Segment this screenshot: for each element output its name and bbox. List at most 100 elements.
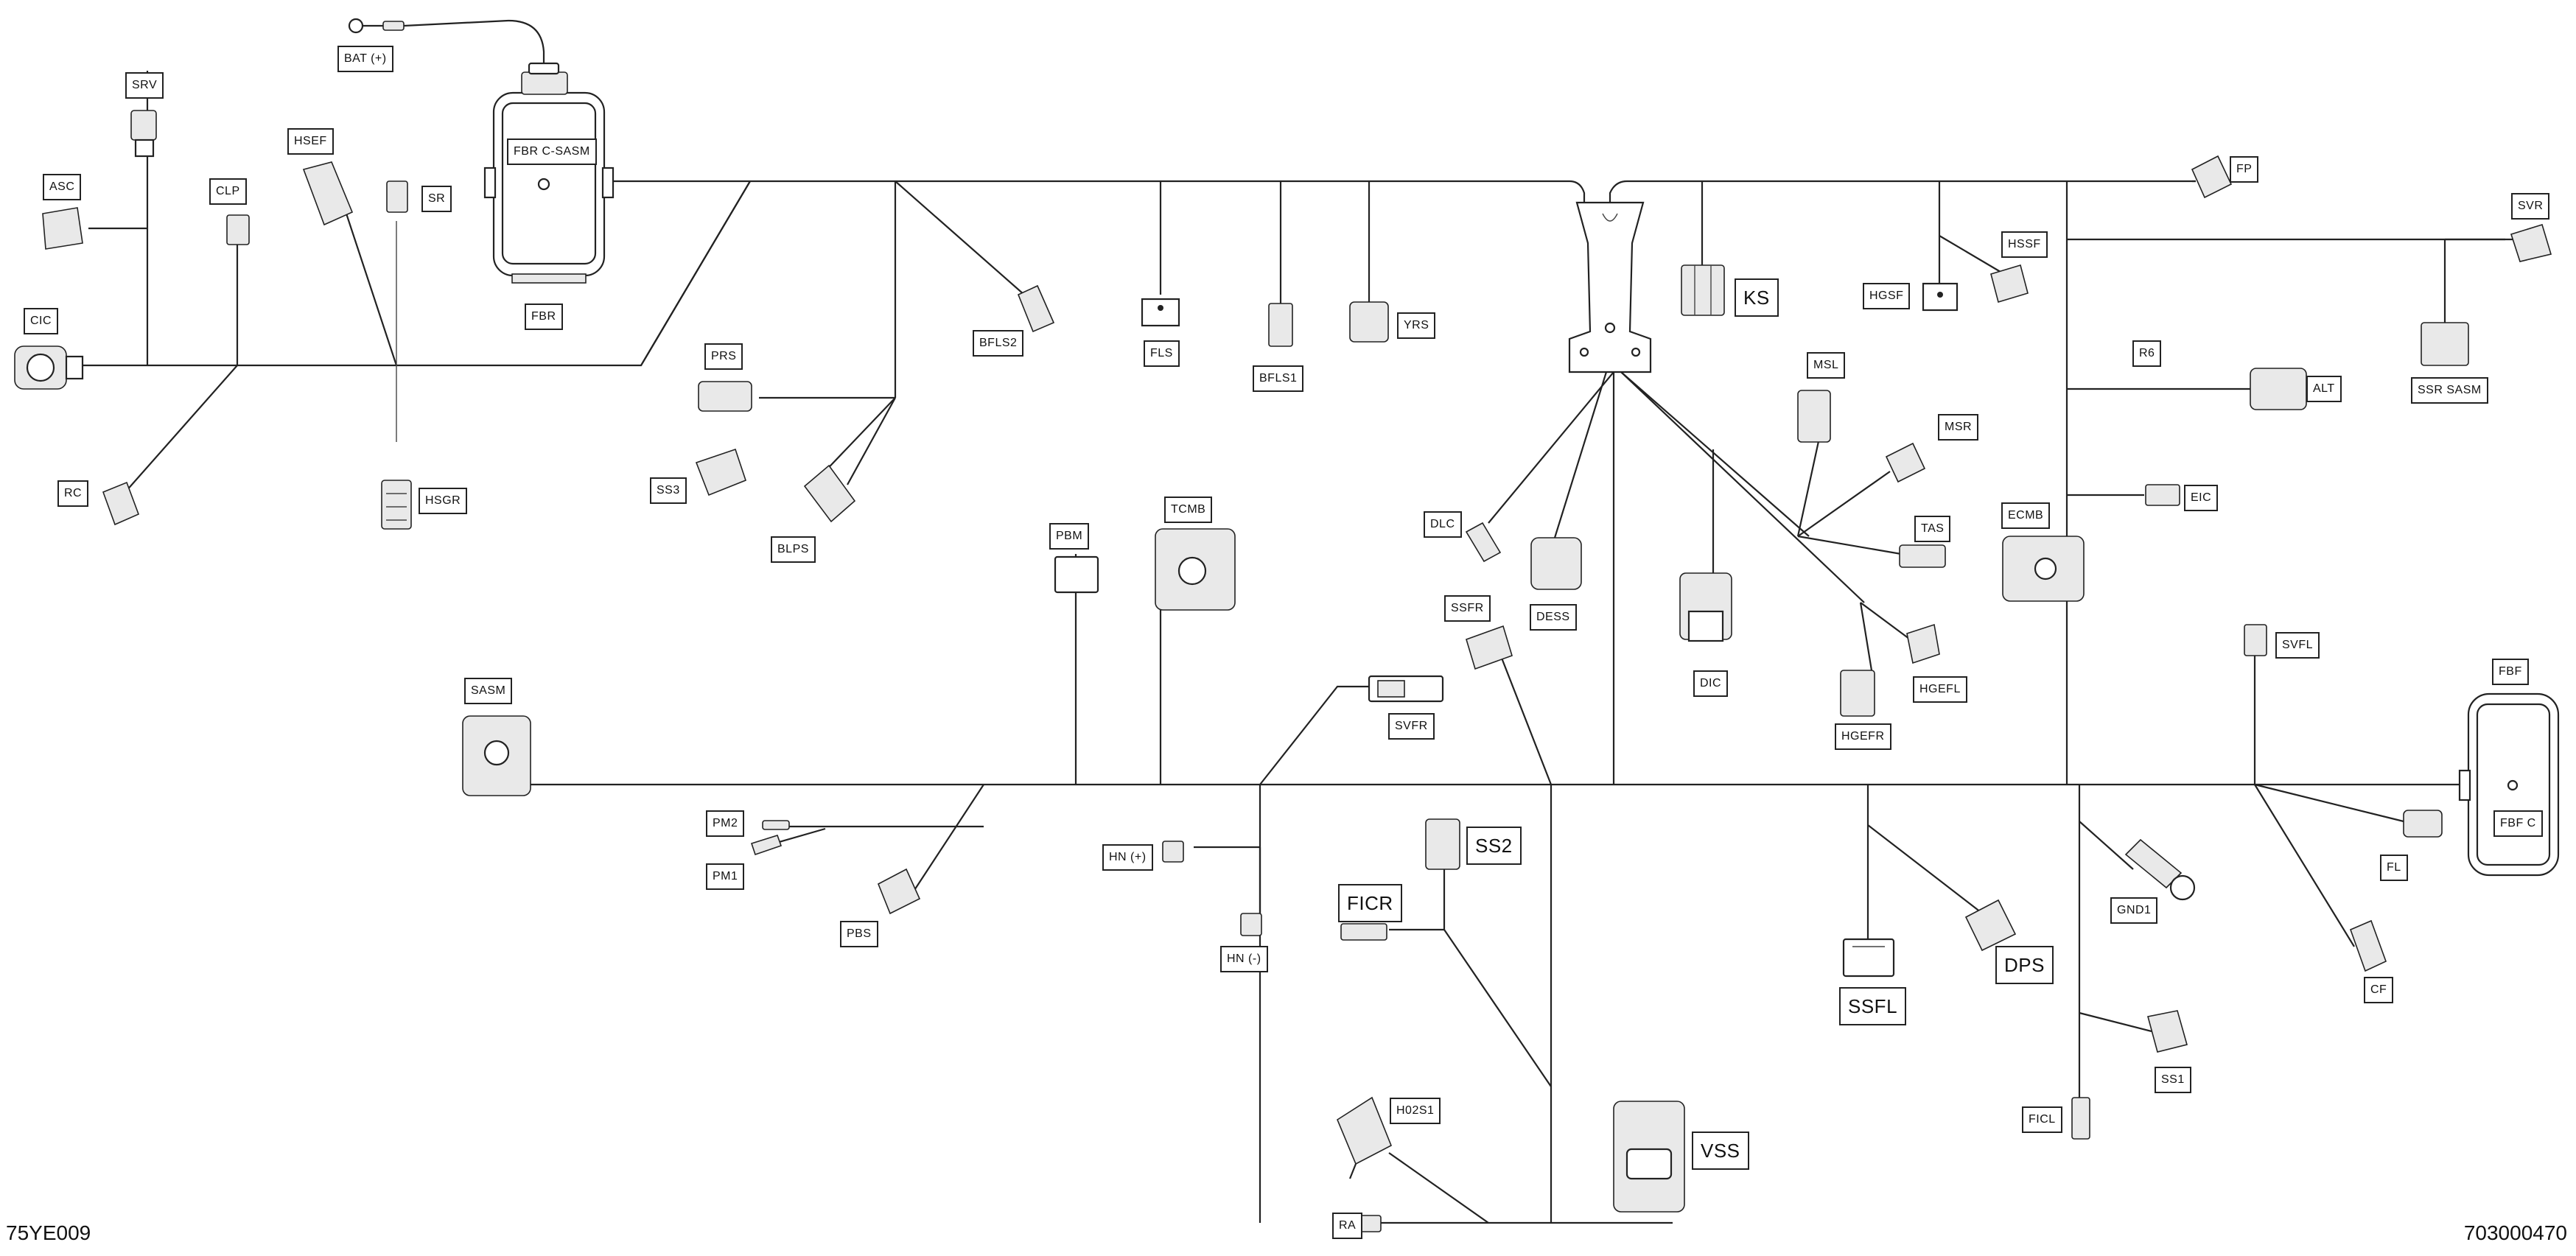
tcmb-module-shape [1155, 528, 1236, 611]
hsgr-connector-shape [381, 480, 412, 530]
ssr-sasm-connector-shape [2421, 322, 2469, 366]
diagram-code-left: 75YE009 [6, 1221, 91, 1244]
label-ra: RA [1332, 1213, 1363, 1239]
prs-connector-shape [698, 381, 752, 412]
label-hsef: HSEF [287, 128, 334, 155]
label-alt: ALT [2306, 376, 2342, 402]
label-dps: DPS [1995, 946, 2054, 984]
label-hsgr: HSGR [419, 488, 468, 514]
vss-module-shape [1613, 1101, 1685, 1213]
label-svfr: SVFR [1388, 713, 1435, 740]
label-cf: CF [2364, 977, 2394, 1003]
label-fbr: FBR [525, 304, 563, 330]
label-ss2: SS2 [1466, 827, 1522, 865]
dlc-connector-shape [1465, 522, 1502, 563]
battery-terminal [348, 18, 509, 34]
bfls1-connector-shape [1268, 303, 1293, 347]
label-yrs: YRS [1397, 312, 1436, 339]
label-rc: RC [57, 480, 89, 507]
label-pbm: PBM [1049, 523, 1090, 550]
label-hgefl: HGEFL [1913, 676, 1967, 703]
ra-connector-shape [1359, 1215, 1382, 1232]
label-bat: BAT (+) [337, 46, 393, 72]
label-dic: DIC [1693, 670, 1729, 697]
dic-connector-shape [1679, 572, 1732, 642]
label-dess: DESS [1530, 604, 1577, 631]
h02s1-sensor-shape [1337, 1096, 1393, 1179]
asc-connector-shape [42, 207, 83, 250]
srv-connector-shape [130, 110, 157, 158]
label-svr: SVR [2511, 193, 2550, 220]
label-pm2: PM2 [706, 810, 745, 837]
label-pm1: PM1 [706, 863, 745, 890]
label-pbs: PBS [840, 921, 878, 947]
gnd1-terminal-shape [2124, 838, 2196, 901]
label-r6: R6 [2132, 340, 2162, 367]
label-sr: SR [421, 186, 452, 212]
yrs-connector-shape [1349, 301, 1389, 343]
eic-connector-shape [2145, 484, 2180, 506]
label-tas: TAS [1914, 516, 1951, 542]
label-srv: SRV [125, 72, 164, 99]
label-ssfr: SSFR [1444, 595, 1491, 622]
label-asc: ASC [43, 174, 82, 200]
label-eic: EIC [2184, 485, 2219, 511]
label-vss: VSS [1692, 1132, 1749, 1170]
hgefl-connector-shape [1906, 623, 1940, 664]
label-fl: FL [2380, 855, 2408, 881]
label-hssf: HSSF [2001, 231, 2048, 258]
label-fbf: FBF [2492, 659, 2529, 685]
label-hn-plus: HN (+) [1102, 844, 1153, 871]
svr-connector-shape [2510, 223, 2552, 262]
label-clp: CLP [209, 178, 247, 205]
alt-connector-shape [2250, 368, 2307, 410]
cic-connector-shape [14, 345, 84, 390]
clp-connector-shape [226, 214, 250, 245]
label-cic: CIC [24, 308, 59, 334]
label-fbf-c: FBF C [2493, 810, 2543, 837]
label-ssr-sasm: SSR SASM [2411, 377, 2488, 404]
pbs-connector-shape [877, 868, 921, 915]
label-gnd1: GND1 [2110, 897, 2158, 924]
label-bfls1: BFLS1 [1253, 365, 1304, 392]
label-ss1: SS1 [2155, 1067, 2191, 1093]
ficr-connector-shape [1340, 923, 1387, 941]
dess-connector-shape [1530, 537, 1582, 590]
msr-connector-shape [1885, 442, 1926, 483]
hgefr-connector-shape [1840, 670, 1875, 717]
dps-connector-shape [1964, 899, 2017, 952]
label-msl: MSL [1807, 352, 1846, 379]
svfr-connector-shape [1368, 675, 1444, 703]
hssf-connector-shape [1990, 264, 2029, 304]
top-trunk [83, 19, 2527, 785]
ecmb-module-shape [2002, 536, 2085, 602]
label-h02s1: H02S1 [1390, 1098, 1441, 1124]
cf-connector-shape [2349, 919, 2387, 972]
label-hgefr: HGEFR [1835, 723, 1891, 750]
label-ficr: FICR [1338, 884, 1402, 922]
label-ficl: FICL [2022, 1106, 2062, 1133]
fl-connector-shape [2403, 810, 2443, 838]
fp-connector-shape [2191, 155, 2233, 199]
sr-connector-shape [386, 180, 408, 213]
ss2-connector-shape [1425, 818, 1460, 870]
ks-connector-shape [1681, 264, 1725, 316]
ssfr-connector-shape [1466, 625, 1513, 670]
fuse-box-front [2458, 692, 2560, 877]
label-svfl: SVFL [2275, 632, 2320, 659]
label-fp: FP [2230, 156, 2259, 183]
pbm-connector-shape [1054, 555, 1099, 594]
label-fbr-c-sasm: FBR C-SASM [507, 138, 597, 165]
diagram-code-right: 703000470 [2463, 1221, 2567, 1244]
label-hgsf: HGSF [1863, 283, 1911, 309]
svfl-connector-shape [2244, 624, 2267, 656]
sasm-module-shape [462, 715, 531, 796]
hgsf-connector-shape [1922, 282, 1959, 312]
pm-terminals [750, 820, 790, 856]
label-fls: FLS [1144, 340, 1180, 367]
fuse-box-front-right [483, 62, 615, 284]
hsef-connector-shape [302, 161, 354, 226]
ss1-connector-shape [2147, 1010, 2188, 1053]
label-blps: BLPS [771, 536, 816, 563]
